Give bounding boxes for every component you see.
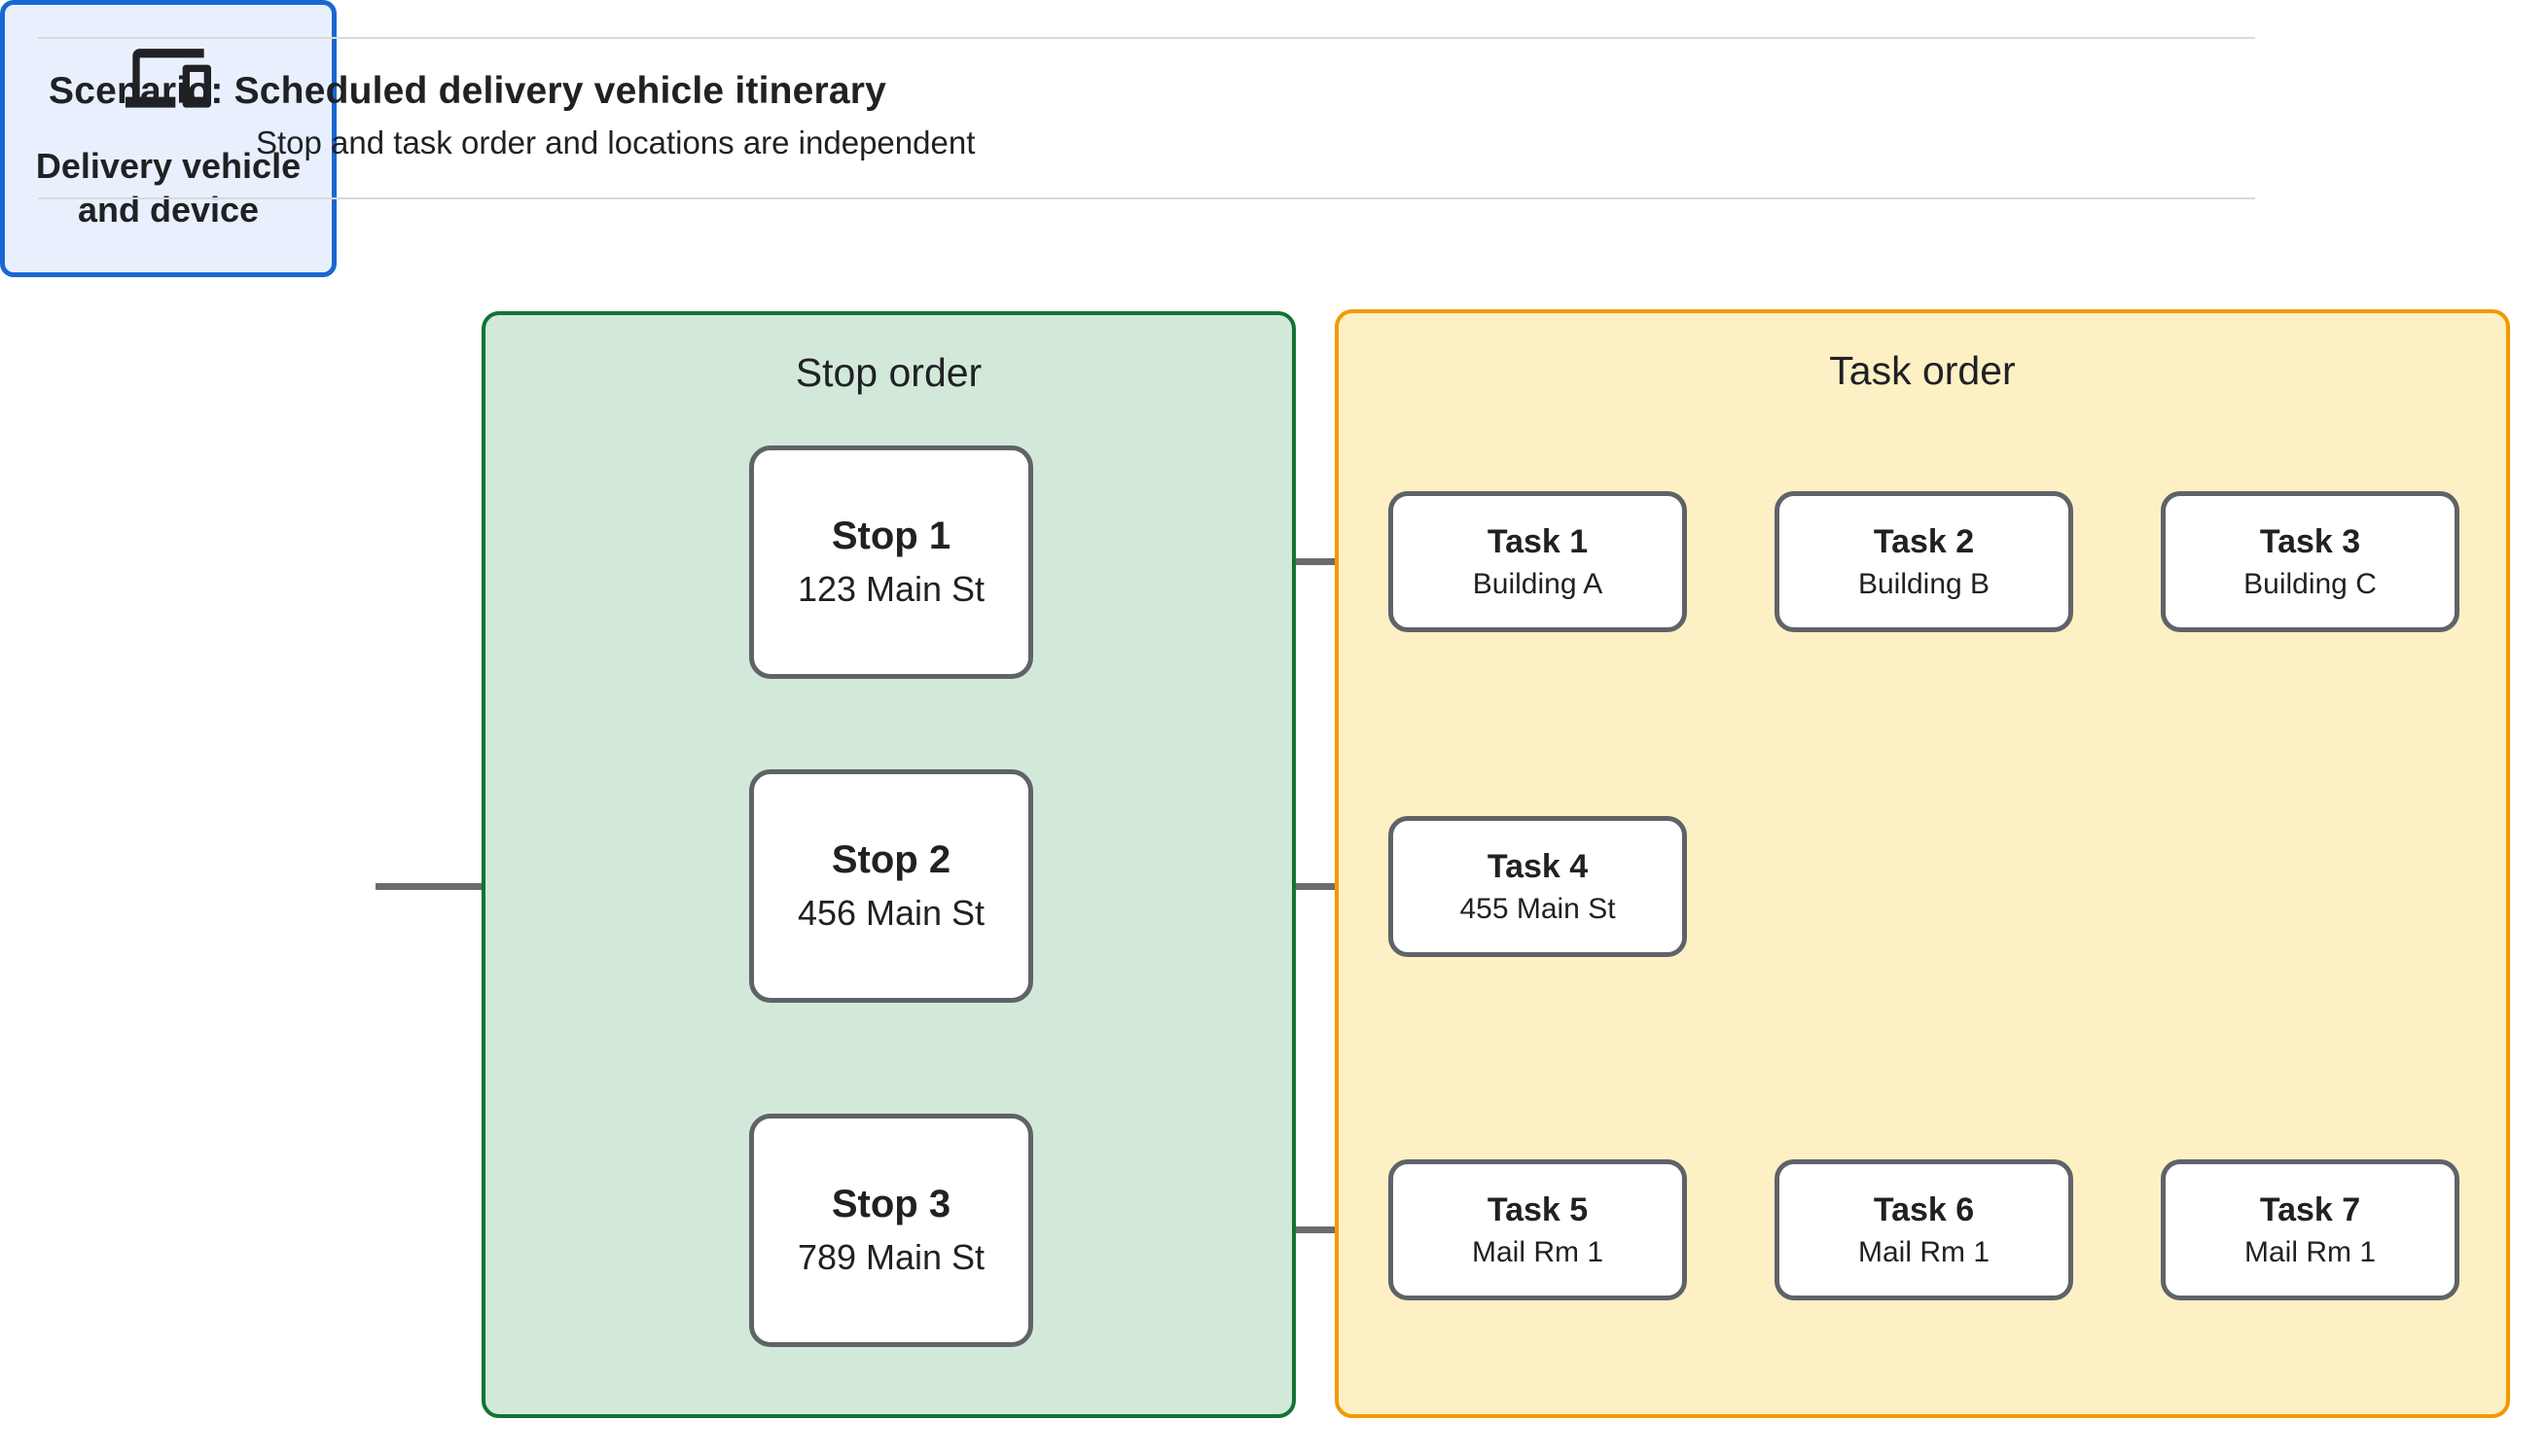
stop-order-panel-title: Stop order [795, 350, 983, 395]
page-subtitle: Stop and task order and locations are in… [256, 124, 976, 160]
devices-icon [126, 48, 211, 108]
task-4-location: 455 Main St [1459, 892, 1616, 925]
stop-3-address: 789 Main St [797, 1236, 986, 1277]
delivery-vehicle-label-line1: Delivery vehicle [35, 145, 302, 186]
delivery-vehicle-label: Delivery vehicle and device [36, 144, 301, 231]
stop-3-title: Stop 3 [831, 1182, 951, 1225]
task-6-node: Task 6 Mail Rm 1 [1775, 1159, 2073, 1300]
task-1-node: Task 1 Building A [1388, 491, 1687, 632]
header-top-divider [38, 37, 2255, 39]
task-3-title: Task 3 [2259, 523, 2361, 561]
task-1-title: Task 1 [1487, 523, 1589, 561]
stop-1-node: Stop 1 123 Main St [749, 445, 1033, 679]
page-title: Scenario: Scheduled delivery vehicle iti… [49, 70, 887, 112]
stop-2-node: Stop 2 456 Main St [749, 769, 1033, 1003]
task-7-node: Task 7 Mail Rm 1 [2161, 1159, 2459, 1300]
delivery-vehicle-label-line2: and device [77, 189, 260, 230]
task-2-location: Building B [1857, 567, 1990, 600]
task-order-panel-title: Task order [1829, 348, 2016, 393]
task-2-title: Task 2 [1873, 523, 1975, 561]
task-3-location: Building C [2243, 567, 2377, 600]
task-6-title: Task 6 [1873, 1191, 1975, 1229]
stop-3-node: Stop 3 789 Main St [749, 1114, 1033, 1347]
task-2-node: Task 2 Building B [1775, 491, 2073, 632]
stop-2-address: 456 Main St [797, 892, 986, 933]
task-7-location: Mail Rm 1 [2243, 1235, 2376, 1268]
task-4-title: Task 4 [1487, 848, 1589, 886]
task-7-title: Task 7 [2259, 1191, 2361, 1229]
task-5-title: Task 5 [1487, 1191, 1589, 1229]
delivery-vehicle-node: Delivery vehicle and device [0, 0, 337, 277]
header-bottom-divider [38, 197, 2255, 199]
task-1-location: Building A [1472, 567, 1603, 600]
stop-1-address: 123 Main St [797, 568, 986, 609]
task-6-location: Mail Rm 1 [1857, 1235, 1990, 1268]
task-5-location: Mail Rm 1 [1471, 1235, 1603, 1268]
task-4-node: Task 4 455 Main St [1388, 816, 1687, 957]
task-5-node: Task 5 Mail Rm 1 [1388, 1159, 1687, 1300]
task-3-node: Task 3 Building C [2161, 491, 2459, 632]
stop-2-title: Stop 2 [831, 837, 951, 881]
stop-1-title: Stop 1 [831, 514, 951, 557]
